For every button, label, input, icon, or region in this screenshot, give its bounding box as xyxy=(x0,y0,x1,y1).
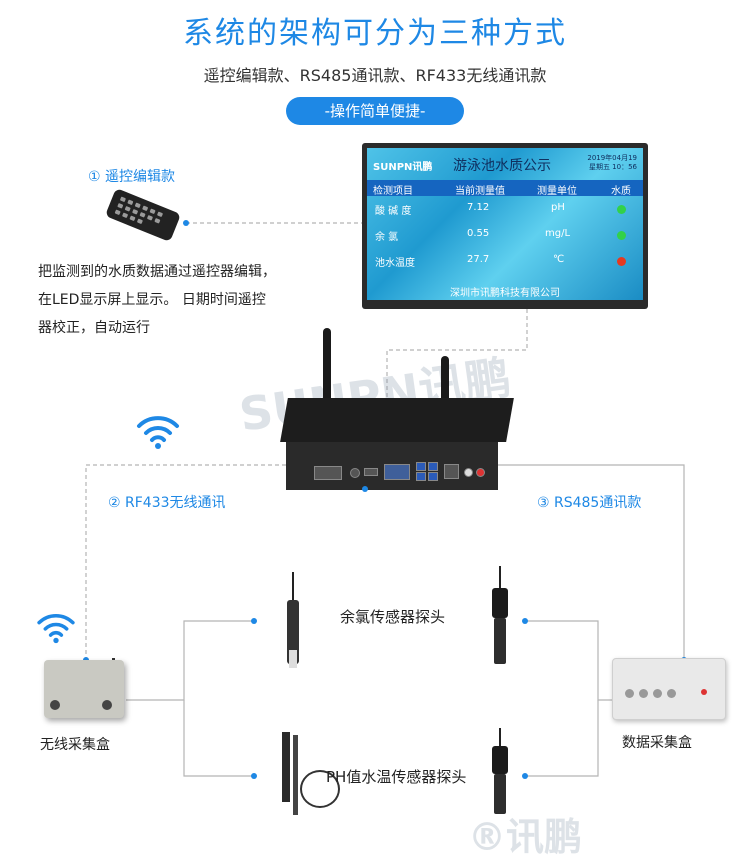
ph-probe-icon xyxy=(282,732,290,802)
page-subtitle: 遥控编辑款、RS485通讯款、RF433无线通讯款 xyxy=(203,66,547,85)
wireless-collector-box xyxy=(44,660,124,718)
rf433-mode-label: ② RF433无线通讯 xyxy=(108,495,226,511)
data-box-label: 数据采集盒 xyxy=(622,735,692,751)
screen-date: 2019年04月19 星期五 10：56 xyxy=(587,154,637,171)
probe-cable xyxy=(300,770,340,808)
wifi-signal-icon xyxy=(37,613,75,644)
mini-pc-front-panel xyxy=(286,442,498,490)
pc-connector-dot xyxy=(362,486,368,492)
wireless-box-label: 无线采集盒 xyxy=(40,737,110,753)
screen-table-row: 池水温度 27.7 ℃ xyxy=(367,252,643,276)
status-indicator xyxy=(617,231,626,240)
wifi-signal-icon xyxy=(137,416,179,449)
chlorine-probe-label: 余氯传感器探头 xyxy=(340,608,446,626)
probe-cable xyxy=(499,728,501,748)
probe-cable xyxy=(499,566,501,588)
antenna-icon xyxy=(323,328,331,408)
feature-pill: -操作简单便捷- xyxy=(286,97,464,125)
watermark: ®讯鹏 xyxy=(468,815,583,859)
data-collector-box xyxy=(612,658,726,720)
screen-title: 游泳池水质公示 xyxy=(453,158,551,174)
status-indicator xyxy=(617,205,626,214)
probe-cable xyxy=(292,572,294,602)
led-display-screen: SUNPN讯鹏 游泳池水质公示 2019年04月19 星期五 10：56 检测项… xyxy=(362,143,648,309)
probe-connector-dot xyxy=(522,773,528,779)
probe-connector-dot xyxy=(251,618,257,624)
chlorine-probe-icon xyxy=(492,588,508,618)
remote-mode-description: 把监测到的水质数据通过遥控器编辑， 在LED显示屏上显示。 日期时间遥控 器校正… xyxy=(38,264,276,336)
screen-logo: SUNPN讯鹏 xyxy=(373,162,433,173)
ph-probe-icon xyxy=(492,746,508,774)
screen-table-header: 检测项目 当前测量值 测量单位 水质 xyxy=(367,180,643,197)
remote-connector-dot xyxy=(183,220,189,226)
remote-mode-label: ① 遥控编辑款 xyxy=(88,169,176,185)
ph-probe-label: PH值水温传感器探头 xyxy=(326,768,467,786)
status-indicator xyxy=(617,257,626,266)
probe-connector-dot xyxy=(251,773,257,779)
page-title: 系统的架构可分为三种方式 xyxy=(183,16,567,51)
screen-table-row: 余 氯 0.55 mg/L xyxy=(367,226,643,250)
antenna-icon xyxy=(441,356,449,428)
rs485-mode-label: ③ RS485通讯款 xyxy=(537,495,642,511)
chlorine-probe-icon xyxy=(287,600,299,664)
screen-footer: 深圳市讯鹏科技有限公司 xyxy=(450,288,560,299)
probe-connector-dot xyxy=(522,618,528,624)
mini-pc-host xyxy=(280,398,514,442)
screen-table-row: 酸 碱 度 7.12 pH xyxy=(367,200,643,224)
